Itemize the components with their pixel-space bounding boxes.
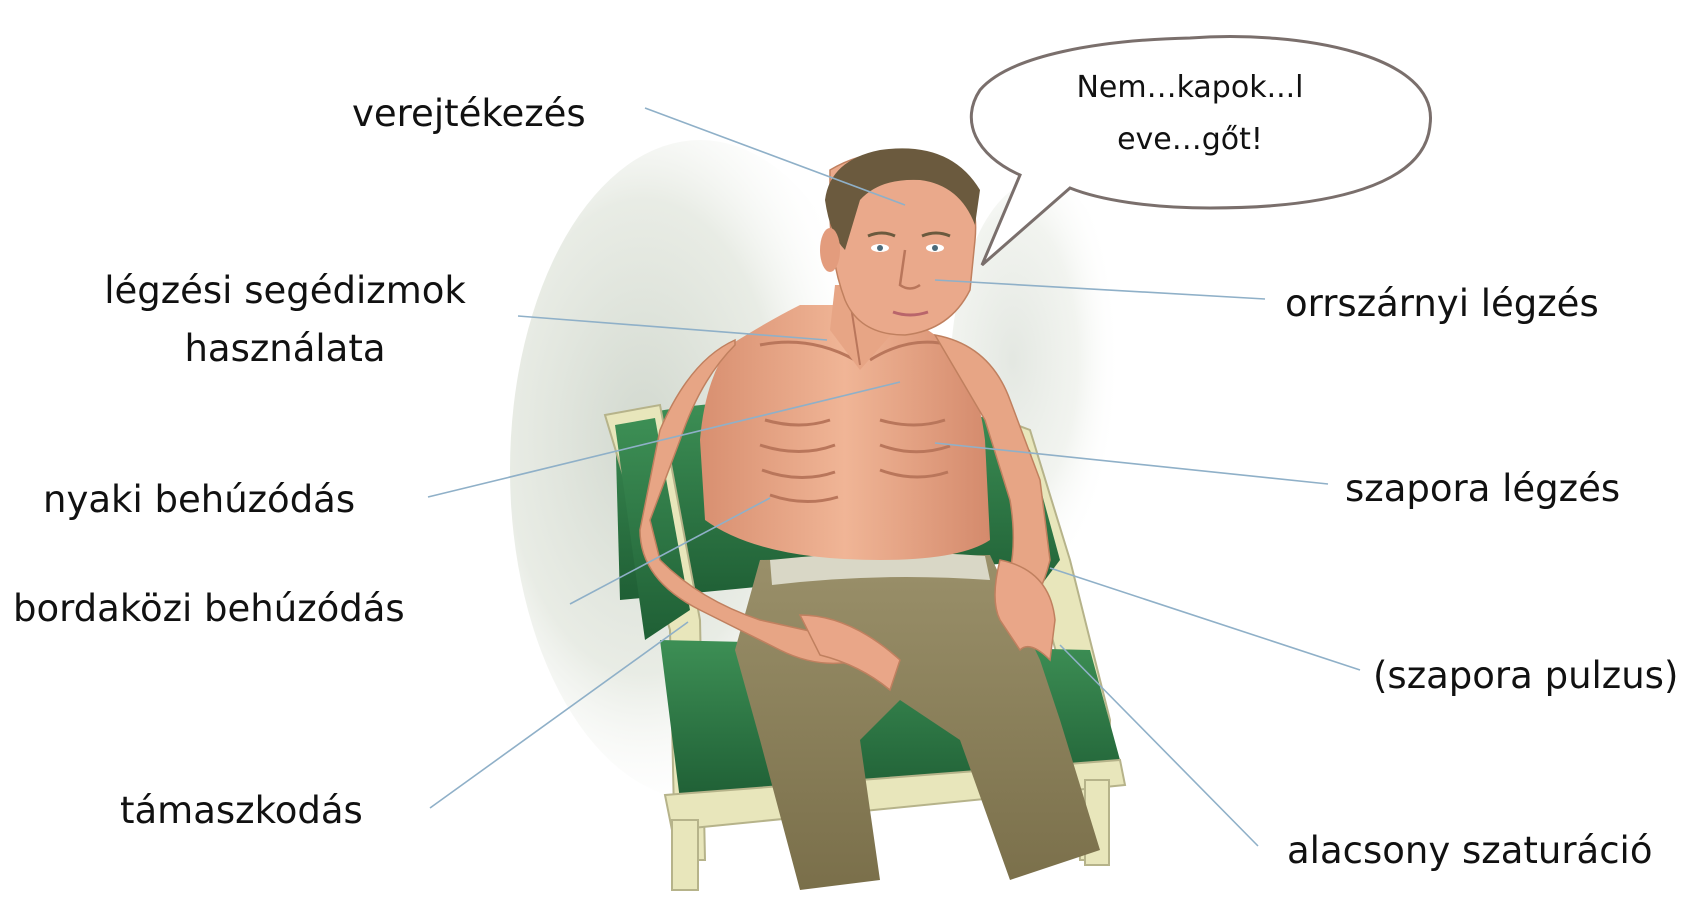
label-nasal-flaring: orrszárnyi légzés xyxy=(1285,275,1599,333)
label-neck-retraction: nyaki behúzódás xyxy=(43,471,355,529)
speech-bubble-line1: Nem…kapok...l xyxy=(1045,62,1335,114)
label-accessory-muscles-line1: légzési segédizmok xyxy=(90,262,480,320)
label-sweating: verejtékezés xyxy=(352,85,586,143)
label-accessory-muscles: légzési segédizmok használata xyxy=(90,262,480,378)
label-rapid-breathing: szapora légzés xyxy=(1345,460,1620,518)
label-low-saturation: alacsony szaturáció xyxy=(1287,822,1652,880)
speech-bubble-line2: eve…gőt! xyxy=(1045,114,1335,166)
leader-line-rapid-pulse xyxy=(1050,568,1360,670)
label-intercostal-retraction: bordaközi behúzódás xyxy=(13,580,405,638)
speech-bubble-text: Nem…kapok...l eve…gőt! xyxy=(1045,62,1335,166)
label-leaning: támaszkodás xyxy=(120,782,363,840)
label-accessory-muscles-line2: használata xyxy=(90,320,480,378)
label-rapid-pulse: (szapora pulzus) xyxy=(1373,647,1678,705)
